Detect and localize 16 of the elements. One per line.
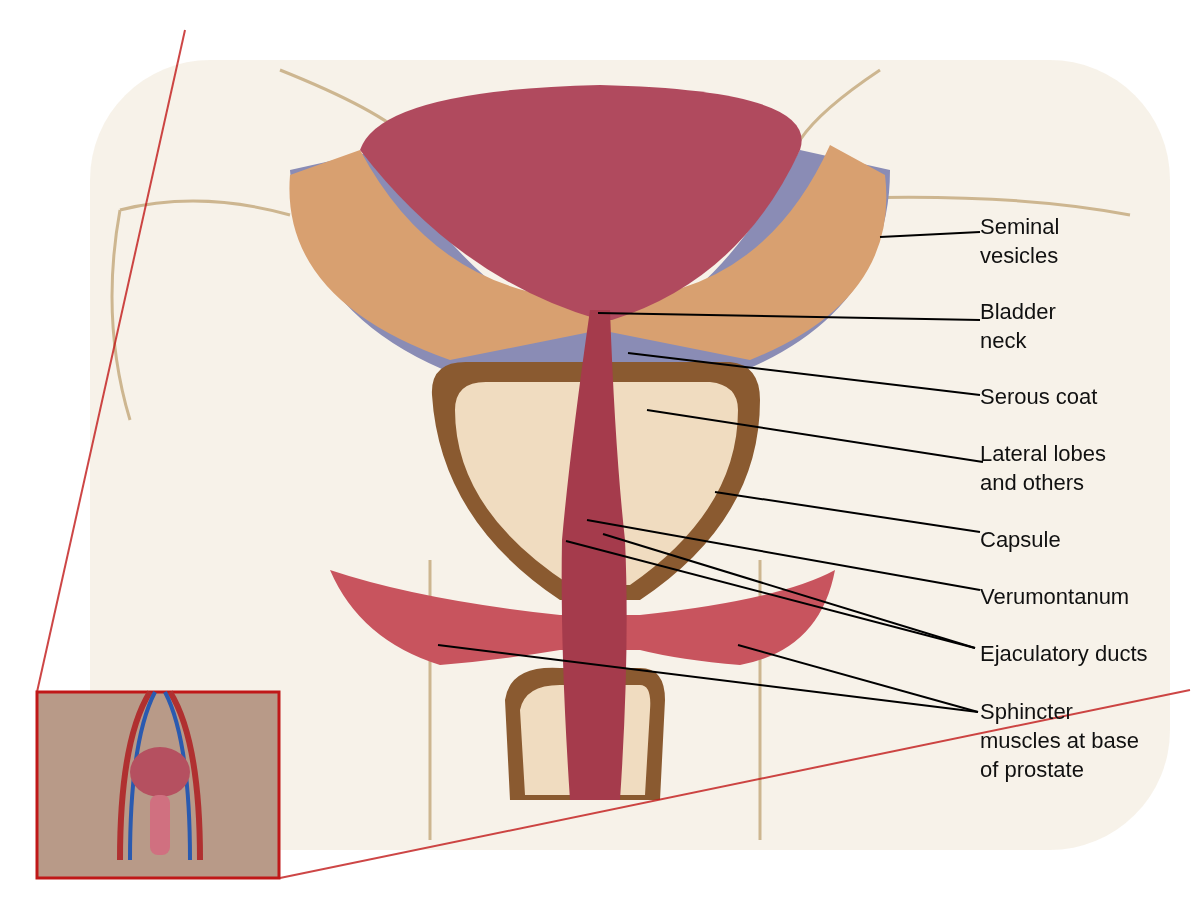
leader-line <box>597 312 981 321</box>
part-label: Sphincter muscles at base of prostate <box>980 697 1152 784</box>
part-label: Capsule <box>980 525 1195 554</box>
part-label: Ejaculatory ducts <box>980 639 1195 668</box>
part-label: Serous coat <box>980 382 1195 411</box>
leader-line <box>646 409 984 463</box>
leader-line <box>879 231 981 238</box>
part-label: Seminal vesicles <box>980 212 1085 270</box>
part-label: Lateral lobes and others <box>980 439 1130 497</box>
leader-line <box>737 644 979 713</box>
part-label: Bladder neck <box>980 297 1070 355</box>
leader-line <box>586 519 981 591</box>
leader-line <box>437 644 979 713</box>
part-label: Verumontanum <box>980 582 1195 611</box>
leader-line <box>627 352 981 396</box>
leader-line <box>714 491 981 533</box>
